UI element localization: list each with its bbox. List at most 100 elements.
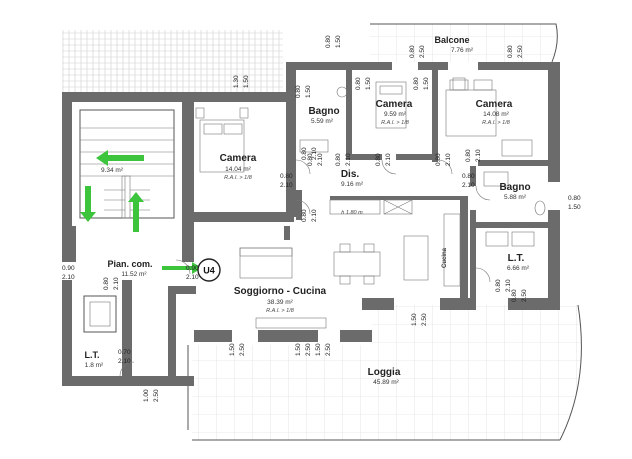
svg-text:1.50: 1.50 bbox=[305, 85, 312, 98]
dim-label: 0.80 2.10 bbox=[280, 173, 293, 189]
dim-label: 0.80 2.10 bbox=[495, 279, 512, 292]
svg-text:0.80: 0.80 bbox=[280, 173, 293, 180]
room-label-camera-3: Camera 14.04 m² R.A.I. > 1/8 bbox=[220, 153, 257, 181]
dim-label: 0.80 2.10 bbox=[465, 149, 482, 162]
svg-text:14.08 m²: 14.08 m² bbox=[483, 111, 509, 118]
svg-text:1.50: 1.50 bbox=[411, 313, 418, 326]
dim-label: 0.80 2.50 bbox=[507, 45, 524, 58]
svg-text:0.80: 0.80 bbox=[103, 277, 110, 290]
svg-text:0.80: 0.80 bbox=[307, 153, 314, 166]
svg-text:2.50: 2.50 bbox=[421, 313, 428, 326]
room-label-balcone: Balcone 7.76 m² bbox=[434, 35, 473, 54]
dim-label: 0.80 1.50 bbox=[325, 35, 342, 48]
dim-label: 0.70 2.10 bbox=[118, 349, 131, 365]
svg-text:0.80: 0.80 bbox=[568, 195, 581, 202]
room-label-lt-1: L.T. 6.66 m² bbox=[507, 253, 530, 272]
loggia-floor bbox=[192, 305, 582, 440]
svg-text:R.A.I. > 1/8: R.A.I. > 1/8 bbox=[224, 175, 253, 181]
walls bbox=[62, 62, 560, 386]
svg-text:2.10: 2.10 bbox=[475, 149, 482, 162]
svg-text:0.80: 0.80 bbox=[295, 85, 302, 98]
svg-text:Balcone: Balcone bbox=[434, 35, 469, 45]
room-label-cucina: Cucina bbox=[442, 247, 448, 268]
svg-text:Bagno: Bagno bbox=[308, 106, 339, 117]
svg-text:1.00: 1.00 bbox=[143, 389, 150, 402]
svg-text:Camera: Camera bbox=[476, 99, 513, 110]
svg-text:Bagno: Bagno bbox=[499, 182, 530, 193]
dim-label: 0.80 2.10 bbox=[301, 147, 318, 160]
svg-text:2.10: 2.10 bbox=[345, 153, 352, 166]
svg-text:2.50: 2.50 bbox=[419, 45, 426, 58]
terrace-hatch bbox=[62, 30, 283, 92]
svg-text:0.80: 0.80 bbox=[413, 77, 420, 90]
unit-badge: U4 bbox=[197, 258, 221, 282]
doors bbox=[119, 159, 491, 377]
loggia-outline bbox=[559, 304, 582, 441]
dim-label: 0.80 2.10 bbox=[301, 209, 318, 222]
dim-label: 0.80 2.10 bbox=[462, 173, 475, 189]
svg-text:11.52 m²: 11.52 m² bbox=[121, 271, 147, 278]
svg-text:0.80: 0.80 bbox=[375, 153, 382, 166]
svg-text:Camera: Camera bbox=[376, 99, 413, 110]
room-label-camera-2: Camera 14.08 m² R.A.I. > 1/8 bbox=[476, 99, 513, 126]
svg-text:2.50: 2.50 bbox=[305, 343, 312, 356]
svg-text:7.76 m²: 7.76 m² bbox=[451, 47, 474, 54]
dim-label: 0.80 1.50 bbox=[355, 77, 372, 90]
svg-text:1.50: 1.50 bbox=[229, 343, 236, 356]
svg-text:1.8 m²: 1.8 m² bbox=[85, 362, 104, 369]
dim-label: 0.80 1.50 bbox=[413, 77, 430, 90]
svg-text:38.39 m²: 38.39 m² bbox=[267, 299, 293, 306]
dim-label: 1.00 2.50 bbox=[143, 389, 160, 402]
svg-text:2.10: 2.10 bbox=[280, 182, 293, 189]
dim-label: 0.80 2.10 bbox=[435, 153, 452, 166]
room-label-bagno-2: Bagno 5.88 m² bbox=[499, 182, 530, 201]
svg-text:0.80: 0.80 bbox=[301, 147, 308, 160]
svg-text:0.80: 0.80 bbox=[335, 153, 342, 166]
dim-label: 0.90 2.10 bbox=[62, 265, 75, 281]
svg-text:2.50: 2.50 bbox=[325, 343, 332, 356]
svg-text:0.70: 0.70 bbox=[118, 349, 131, 356]
svg-text:0.80: 0.80 bbox=[409, 45, 416, 58]
svg-text:R.A.I. > 1/8: R.A.I. > 1/8 bbox=[266, 308, 295, 314]
svg-text:1.50: 1.50 bbox=[295, 343, 302, 356]
dim-label: 0.80 2.10 bbox=[307, 153, 324, 166]
svg-text:14.04 m²: 14.04 m² bbox=[225, 166, 251, 173]
dim-label: 1.50 2.50 bbox=[315, 343, 332, 356]
svg-text:0.80: 0.80 bbox=[355, 77, 362, 90]
svg-text:0.80: 0.80 bbox=[507, 45, 514, 58]
dim-label: 1.50 2.50 bbox=[295, 343, 312, 356]
svg-text:2.10: 2.10 bbox=[385, 153, 392, 166]
svg-text:1.50: 1.50 bbox=[243, 75, 250, 88]
arrow-down-icon bbox=[80, 186, 96, 222]
furniture bbox=[195, 77, 546, 329]
svg-text:1.50: 1.50 bbox=[423, 77, 430, 90]
svg-text:1.50: 1.50 bbox=[365, 77, 372, 90]
svg-text:L.T.: L.T. bbox=[85, 350, 100, 360]
svg-text:R.A.I. > 1/8: R.A.I. > 1/8 bbox=[381, 120, 410, 126]
svg-text:2.10: 2.10 bbox=[317, 153, 324, 166]
svg-text:1.30: 1.30 bbox=[233, 75, 240, 88]
svg-text:2.10: 2.10 bbox=[62, 274, 75, 281]
svg-text:L.T.: L.T. bbox=[508, 253, 525, 264]
dim-label: 0.80 1.50 bbox=[295, 85, 312, 98]
dim-label: 0.80 2.10 bbox=[375, 153, 392, 166]
svg-text:1.50: 1.50 bbox=[335, 35, 342, 48]
svg-text:6.66 m²: 6.66 m² bbox=[507, 265, 530, 272]
room-label-pian-com: Pian. com. 11.52 m² bbox=[107, 259, 152, 278]
room-label-bagno-1: Bagno 5.59 m² bbox=[308, 106, 339, 125]
svg-text:5.59 m²: 5.59 m² bbox=[311, 118, 334, 125]
svg-text:0.80: 0.80 bbox=[435, 153, 442, 166]
svg-text:9.59 m²: 9.59 m² bbox=[384, 111, 407, 118]
svg-text:2.10: 2.10 bbox=[462, 182, 475, 189]
svg-text:0.80: 0.80 bbox=[462, 173, 475, 180]
arrow-left-icon bbox=[96, 150, 144, 166]
svg-text:Pian. com.: Pian. com. bbox=[107, 259, 152, 269]
room-label-camera-1: Camera 9.59 m² R.A.I. > 1/8 bbox=[376, 99, 413, 126]
svg-text:2.10: 2.10 bbox=[118, 358, 131, 365]
svg-text:2.50: 2.50 bbox=[517, 45, 524, 58]
svg-text:1.50: 1.50 bbox=[568, 204, 581, 211]
svg-text:R.A.I. > 1/8: R.A.I. > 1/8 bbox=[482, 120, 511, 126]
svg-text:2.10: 2.10 bbox=[445, 153, 452, 166]
dim-label: 0.80 2.10 bbox=[103, 277, 120, 290]
